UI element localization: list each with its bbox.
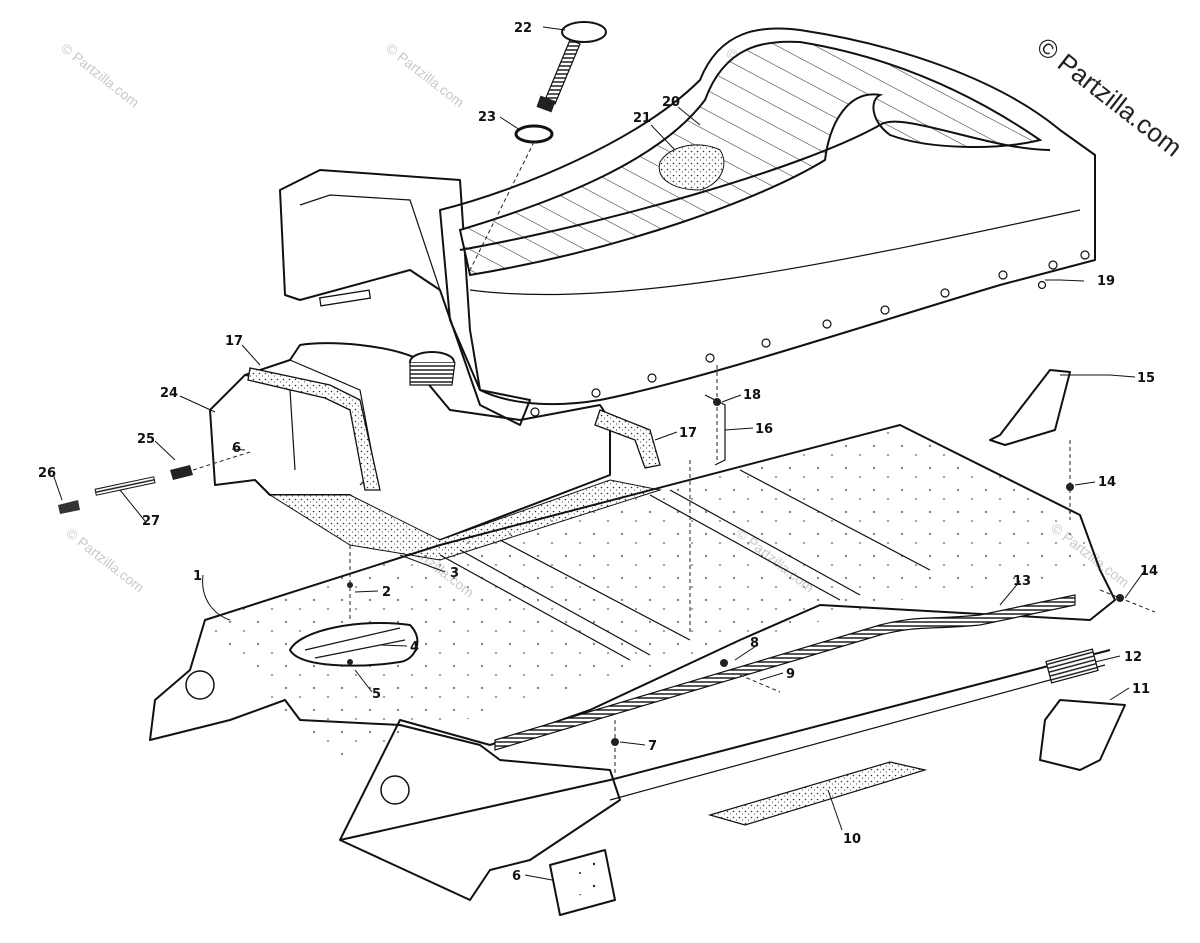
foot-rest: [288, 622, 419, 667]
callout-10: 10: [843, 832, 861, 847]
callout-14-upper: 14: [1098, 475, 1116, 490]
callout-14-lower: 14: [1140, 564, 1158, 579]
callout-8: 8: [750, 636, 759, 651]
callout-15: 15: [1137, 371, 1155, 386]
chassis-tunnel: [149, 424, 1116, 901]
gasket-ring: [514, 124, 554, 144]
callout-7: 7: [648, 739, 657, 754]
seat-assembly: [279, 27, 1096, 426]
callout-20: 20: [662, 95, 680, 110]
callout-9: 9: [786, 667, 795, 682]
copyright-text: © Partzilla.com: [1031, 31, 1188, 163]
callout-1: 1: [193, 569, 202, 584]
seat-rear-cowl: [279, 169, 531, 426]
fuel-tank: [209, 342, 662, 561]
seat-cushion: [458, 40, 1043, 277]
tank-pad: [268, 479, 662, 561]
bracket-15: [989, 369, 1071, 446]
tank-strap-right: [594, 409, 661, 469]
fuel-gauge-assembly: [469, 21, 607, 271]
hardware-parts: [347, 280, 1156, 775]
seat-mounting-holes: [530, 250, 1090, 417]
callout-18: 18: [743, 388, 761, 403]
callout-labels: 22 23 21 20 19 17 24 25 6 26 27 15 18 16…: [38, 21, 1158, 884]
tank-strap-left: [247, 367, 381, 491]
callout-2: 2: [382, 585, 391, 600]
callout-22: 22: [514, 21, 532, 36]
callout-11: 11: [1132, 682, 1150, 697]
fuel-line-parts: [58, 451, 251, 514]
callout-25: 25: [137, 432, 155, 447]
fuel-cap-icon: [561, 21, 607, 43]
bracket-16: [704, 394, 726, 466]
access-hole: [185, 670, 215, 700]
seat-bracket: [318, 289, 372, 307]
bracket-11: [1039, 699, 1126, 771]
callout-24: 24: [160, 386, 178, 401]
callout-21: 21: [633, 111, 651, 126]
callout-5: 5: [372, 687, 381, 702]
callout-3: 3: [450, 566, 459, 581]
floor-pad: [707, 761, 928, 826]
seat-repair-patch: [658, 144, 725, 191]
callout-16: 16: [755, 422, 773, 437]
reflector: [1045, 648, 1099, 684]
mount-plate: [549, 849, 616, 916]
callout-17-left: 17: [225, 334, 243, 349]
watermark-text: © Partzilla.com: [63, 525, 147, 596]
callout-23: 23: [478, 110, 496, 125]
side-rail: [494, 594, 1076, 751]
leader-lines: [52, 26, 1146, 881]
callout-13: 13: [1013, 574, 1031, 589]
callout-17-right: 17: [679, 426, 697, 441]
callout-6-lower: 6: [512, 869, 521, 884]
access-hole: [380, 775, 410, 805]
watermark-text: © Partzilla.com: [58, 40, 142, 111]
callout-26: 26: [38, 466, 56, 481]
callout-19: 19: [1097, 274, 1115, 289]
callout-12: 12: [1124, 650, 1142, 665]
callout-6-upper: 6: [232, 441, 241, 456]
seat-body: [439, 27, 1096, 406]
callout-27: 27: [142, 514, 160, 529]
callout-4: 4: [410, 640, 419, 655]
watermark-text: © Partzilla.com: [383, 40, 467, 111]
